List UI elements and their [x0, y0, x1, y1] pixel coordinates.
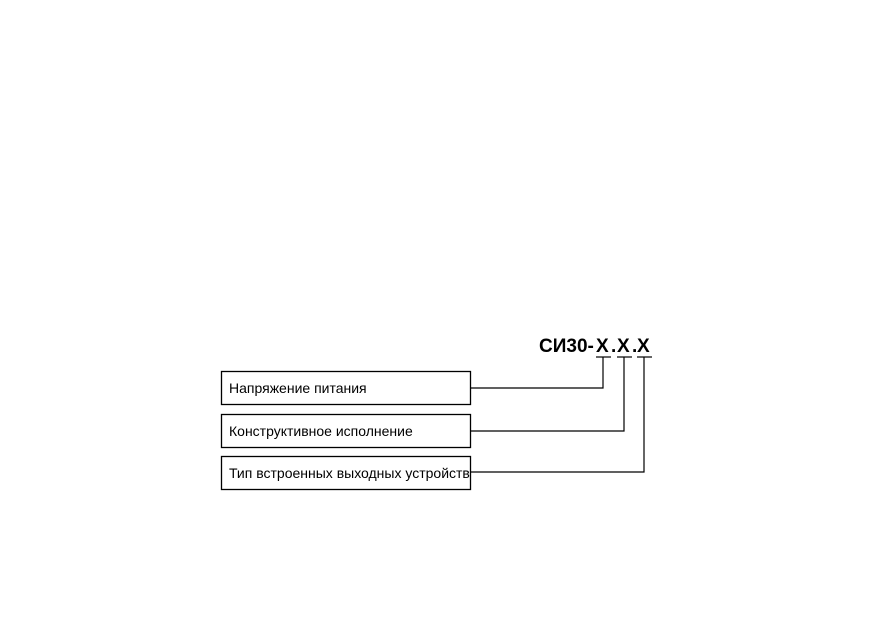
designation-field-3: X — [637, 336, 650, 357]
box-output-devices-label: Тип встроенных выходных устройств — [229, 465, 470, 481]
box-supply-voltage — [220, 370, 472, 406]
box-design-version — [220, 413, 472, 449]
box-supply-voltage-label: Напряжение питания — [229, 380, 367, 396]
designation-prefix: СИ30- — [539, 336, 594, 357]
connector-supply-voltage — [471, 357, 604, 389]
designation-field-1: X — [596, 336, 609, 357]
connector-output-devices — [471, 357, 645, 473]
designation-separator-1: . — [611, 336, 616, 357]
box-output-devices — [220, 455, 472, 491]
connector-design-version — [471, 357, 625, 432]
designation-separator-2: . — [632, 336, 637, 357]
designation-field-2: X — [617, 336, 630, 357]
box-design-version-label: Конструктивное исполнение — [229, 423, 413, 439]
